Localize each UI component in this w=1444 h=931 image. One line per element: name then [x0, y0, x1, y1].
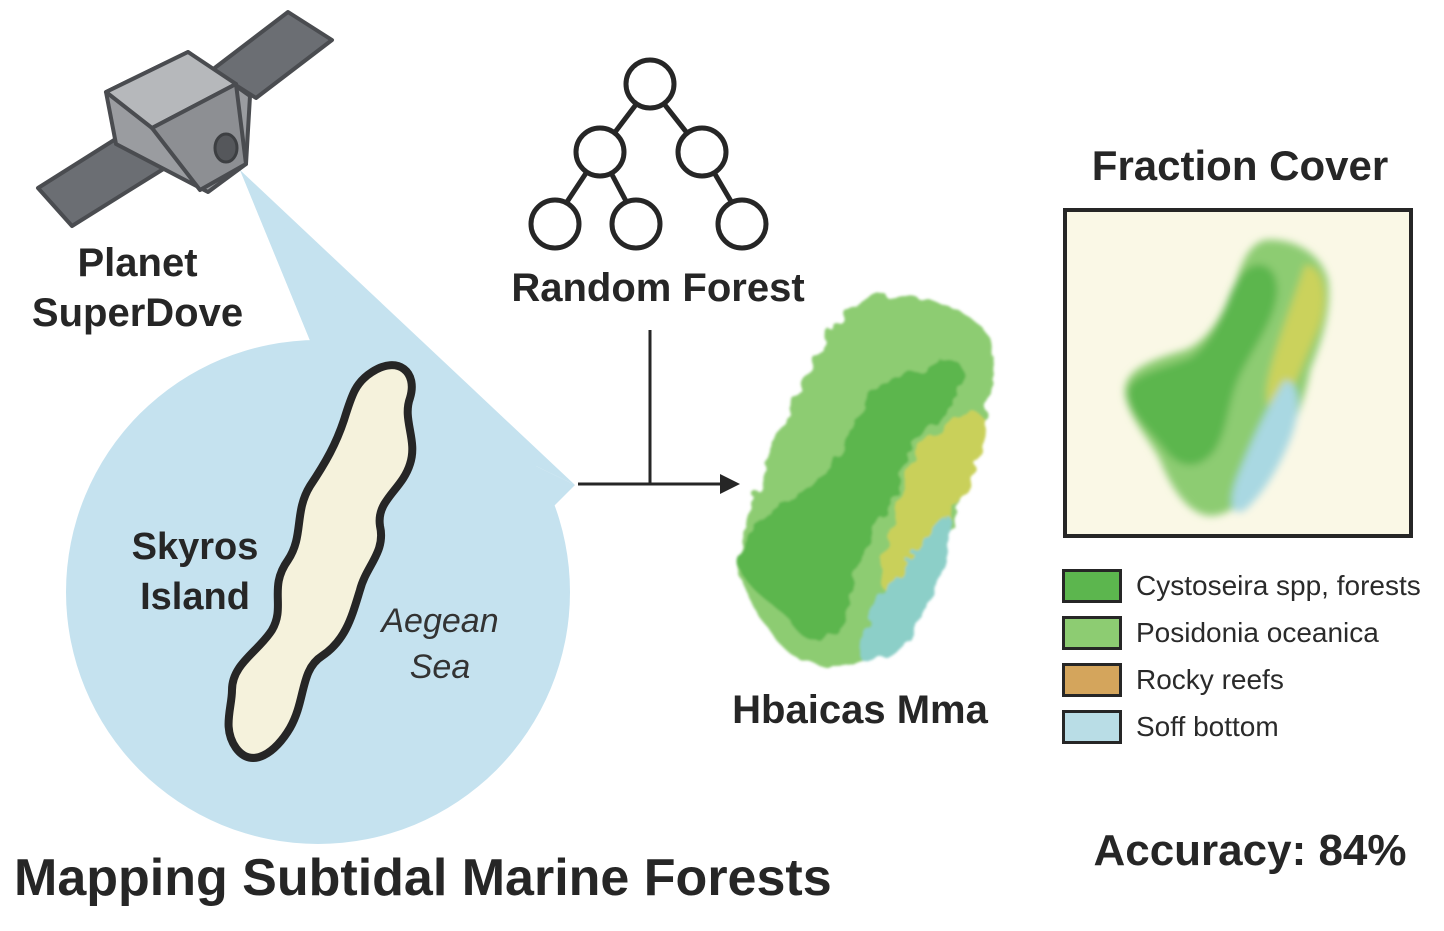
island-label-line2: Island	[140, 576, 250, 618]
island-label: Skyros Island	[90, 522, 300, 622]
legend-item: Rocky reefs	[1062, 656, 1421, 703]
random-forest-tree-icon	[528, 57, 769, 251]
habitat-map-label: Hbaicas Mma	[732, 688, 988, 732]
legend-swatch	[1062, 615, 1122, 650]
sea-label-line2: Sea	[409, 648, 471, 686]
skyros-island-shape	[224, 361, 417, 762]
legend-item: Soff bottom	[1062, 703, 1421, 750]
island-label-line1: Skyros	[131, 526, 259, 568]
legend-item: Cystoseira spp, forests	[1062, 562, 1421, 609]
satellite-label-line1: Planet	[77, 241, 198, 285]
random-forest-label: Random Forest	[511, 266, 805, 310]
legend-label: Rocky reefs	[1136, 663, 1284, 695]
sea-label: Aegean Sea	[360, 598, 520, 690]
flow-arrow	[578, 330, 722, 486]
legend: Cystoseira spp, forests Posidonia oceani…	[1062, 562, 1421, 750]
satellite-label: Planet SuperDove	[0, 238, 275, 338]
fraction-cover-panel	[1063, 208, 1413, 538]
legend-item: Posidonia oceanica	[1062, 609, 1421, 656]
flow-arrow-head	[720, 474, 740, 494]
legend-swatch	[1062, 568, 1122, 603]
fraction-cover-title: Fraction Cover	[1091, 142, 1389, 189]
legend-swatch	[1062, 709, 1122, 744]
legend-label: Cystoseira spp, forests	[1136, 569, 1421, 601]
legend-swatch	[1062, 662, 1122, 697]
diagram-title: Mapping Subtidal Marine Forests	[14, 849, 832, 907]
satellite-icon	[36, 10, 334, 228]
satellite-label-line2: SuperDove	[31, 291, 244, 335]
sea-label-line1: Aegean	[381, 602, 499, 640]
legend-label: Posidonia oceanica	[1136, 616, 1379, 648]
legend-label: Soff bottom	[1136, 710, 1279, 742]
accuracy-label: Accuracy: 84%	[1093, 826, 1407, 875]
habitat-map	[739, 296, 993, 666]
